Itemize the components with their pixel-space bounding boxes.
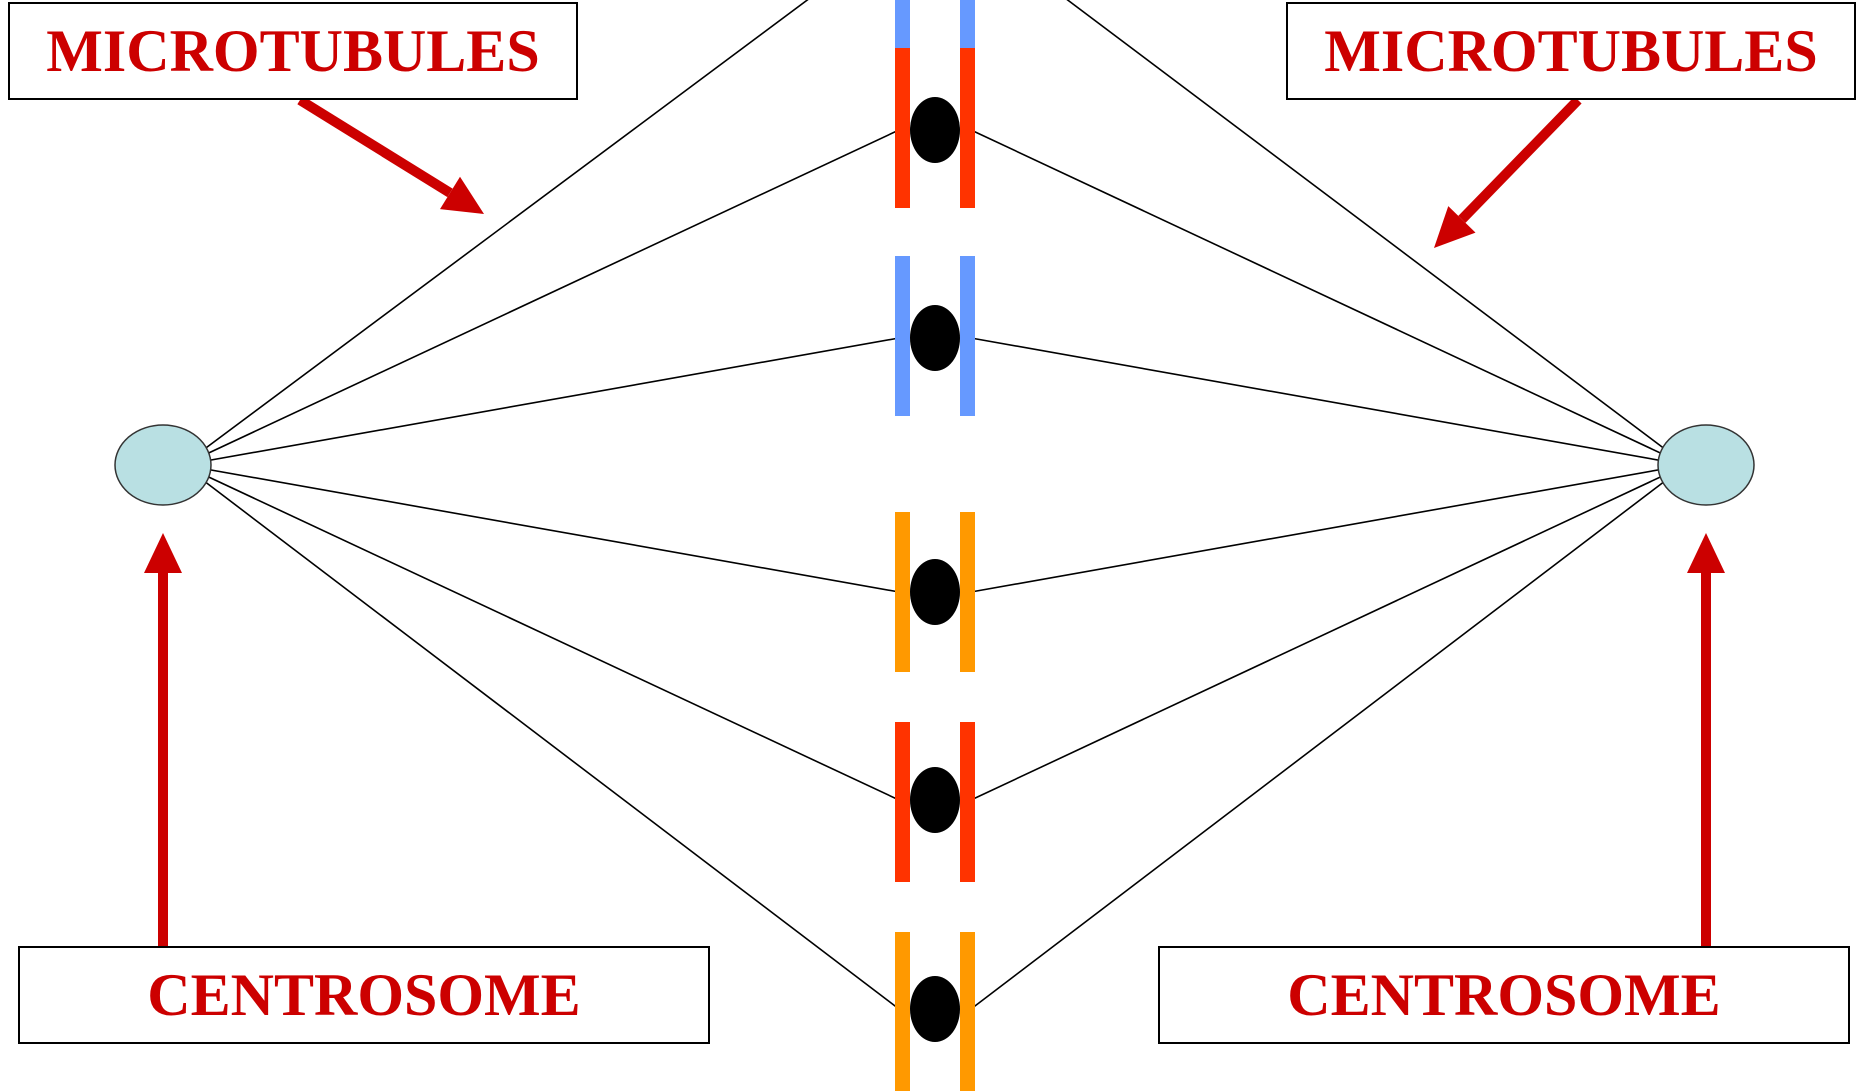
centrosome-label-left: CENTROSOME — [18, 946, 710, 1044]
fiber-left-0 — [182, 0, 809, 466]
chromatid-right-4 — [960, 722, 975, 882]
chromatid-right-5 — [960, 932, 975, 1091]
chromatid-left-1 — [895, 48, 910, 208]
microtubules-label-right-text: MICROTUBULES — [1324, 17, 1818, 84]
arrow-microtubules-right — [1434, 96, 1582, 248]
arrow-microtubules-left-head — [439, 176, 484, 214]
arrow-centrosome-left-head — [144, 533, 182, 573]
fiber-left-5 — [182, 464, 900, 1010]
chromosome-2 — [895, 256, 975, 416]
pointer-arrows — [144, 95, 1725, 946]
arrow-centrosome-right — [1687, 533, 1725, 946]
chromatid-left-3 — [895, 512, 910, 672]
fiber-right-2 — [970, 337, 1687, 466]
arrow-microtubules-left-shaft — [297, 95, 453, 198]
microtubules-label-left: MICROTUBULES — [8, 2, 578, 100]
fiber-right-5 — [970, 464, 1687, 1010]
chromosome-5 — [895, 932, 975, 1091]
arrow-centrosome-right-head — [1687, 533, 1725, 573]
centrosome-right — [1657, 424, 1755, 506]
centromere-5 — [910, 976, 960, 1042]
centromere-1 — [910, 97, 960, 163]
centromere-4 — [910, 767, 960, 833]
centrosome-label-right: CENTROSOME — [1158, 946, 1850, 1044]
chromatid-right-3 — [960, 512, 975, 672]
chromatid-right-2 — [960, 256, 975, 416]
microtubules-label-right: MICROTUBULES — [1286, 2, 1856, 100]
microtubules-label-left-text: MICROTUBULES — [46, 17, 540, 84]
arrow-microtubules-left — [297, 95, 484, 214]
fiber-left-2 — [182, 337, 900, 466]
chromatid-left-5 — [895, 932, 910, 1091]
chromatid-left-4 — [895, 722, 910, 882]
centrosome-left — [114, 424, 212, 506]
microtubule-fibers — [182, 0, 1687, 1010]
centrosome-label-left-text: CENTROSOME — [147, 961, 581, 1028]
arrow-microtubules-right-head — [1434, 206, 1476, 248]
fiber-right-3 — [970, 464, 1687, 593]
centromere-2 — [910, 305, 960, 371]
chromosome-4 — [895, 722, 975, 882]
fiber-right-0 — [1066, 0, 1687, 466]
chromatid-right-1 — [960, 48, 975, 208]
fiber-left-1 — [182, 129, 900, 466]
centrosomes — [114, 424, 1755, 506]
chromosomes — [895, 0, 975, 1091]
centrosome-label-right-text: CENTROSOME — [1287, 961, 1721, 1028]
arrow-microtubules-right-shaft — [1458, 96, 1582, 223]
arrow-centrosome-left — [144, 533, 182, 946]
fiber-right-1 — [970, 129, 1687, 466]
chromosome-1 — [895, 48, 975, 208]
fiber-left-4 — [182, 464, 900, 801]
chromosome-3 — [895, 512, 975, 672]
centromere-3 — [910, 559, 960, 625]
chromatid-left-2 — [895, 256, 910, 416]
fiber-left-3 — [182, 464, 900, 593]
fiber-right-4 — [970, 464, 1687, 801]
